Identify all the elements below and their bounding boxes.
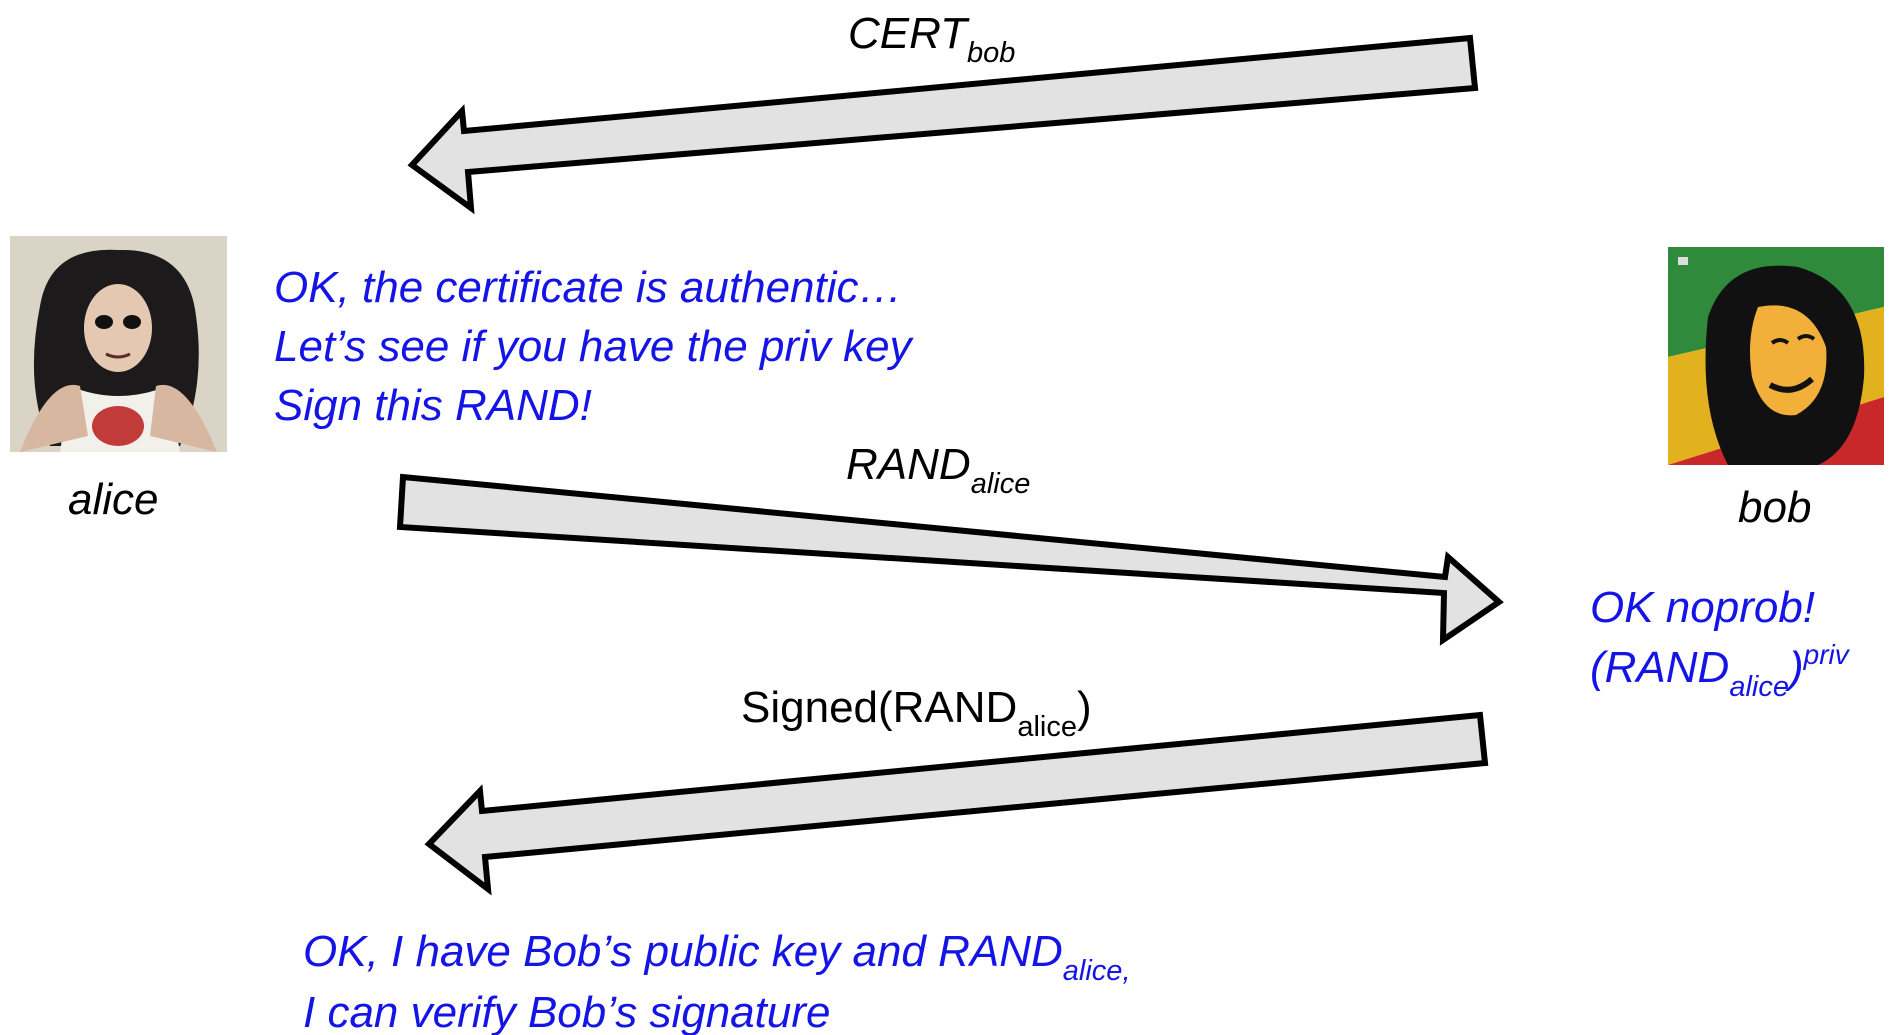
signed-arrow [424, 711, 1489, 896]
bob-note-close: ) [1788, 643, 1804, 692]
bob-note-sub: alice [1729, 671, 1789, 703]
signed-label-prefix: Signed(RAND [741, 683, 1018, 732]
signed-label-suffix: ) [1077, 683, 1092, 732]
alice-note2-line-1-sub: alice, [1062, 955, 1131, 987]
rand-arrow [396, 473, 1504, 646]
alice-note2-line-1-main: OK, I have Bob’s public key and RAND [303, 927, 1063, 976]
alice-note2-line-1: OK, I have Bob’s public key and RANDalic… [303, 924, 1131, 987]
bob-note-sup: priv [1803, 639, 1849, 670]
rand-label-sub: alice [970, 468, 1031, 500]
rand-label: RANDalice [846, 440, 1030, 499]
cert-label-sub: bob [966, 37, 1016, 69]
cert-arrow [407, 34, 1479, 215]
rand-label-base: RAND [846, 440, 971, 489]
bob-note: OK noprob! (RANDalice)priv [1590, 578, 1849, 703]
signed-label: Signed(RANDalice) [741, 683, 1092, 742]
alice-note-line-3: Sign this RAND! [274, 381, 592, 430]
cert-label-base: CERT [848, 9, 967, 58]
alice-avatar [10, 236, 227, 452]
alice-note-verify-cert: OK, the certificate is authentic… Let’s … [274, 258, 912, 435]
bob-note-line-1: OK noprob! [1590, 583, 1816, 632]
alice-note-line-1: OK, the certificate is authentic… [274, 263, 903, 312]
bob-note-line-2: (RANDalice)priv [1590, 638, 1849, 703]
alice-name: alice [68, 475, 159, 524]
alice-note2-line-2: I can verify Bob’s signature [303, 988, 831, 1035]
bob-avatar [1668, 247, 1884, 465]
signed-label-sub: alice [1017, 711, 1077, 743]
alice-note-line-2: Let’s see if you have the priv key [274, 322, 912, 371]
bob-note-open: (RAND [1590, 643, 1730, 692]
alice-note-verify-signature: OK, I have Bob’s public key and RANDalic… [303, 924, 1131, 1035]
cert-label: CERTbob [848, 9, 1015, 68]
bob-name: bob [1738, 483, 1812, 532]
